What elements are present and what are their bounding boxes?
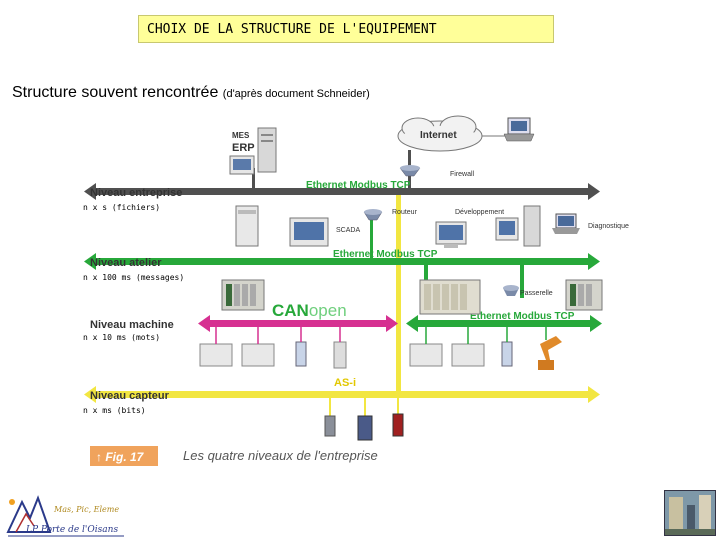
canopen-open: open <box>309 301 347 320</box>
internet-label: Internet <box>420 130 457 141</box>
bus-atelier <box>84 253 600 270</box>
drives-canopen-icons <box>199 327 347 369</box>
logo-mountain-icon <box>6 495 52 533</box>
diagnostic-laptop-icon <box>552 213 580 234</box>
laptop-icon <box>503 117 535 142</box>
network-label-canopen: CANopen <box>272 301 347 320</box>
development-pc-icon <box>435 221 467 248</box>
robot-arm-icon <box>538 327 562 370</box>
school-logo: Mas, Pic, Eleme LP Porte de l'Oisans <box>6 495 124 537</box>
sensor-icons <box>324 398 404 441</box>
bus-machine-canopen <box>198 315 398 332</box>
logo-text-2: LP Porte de l'Oisans <box>25 525 118 535</box>
timing-capteur: n x ms (bits) <box>83 406 146 415</box>
plc-right-icon <box>565 279 603 311</box>
drives-ethernet-icons <box>409 327 513 367</box>
erp-label: ERP <box>232 142 255 154</box>
network-label-asi: AS-i <box>334 377 356 389</box>
level-name-entreprise: Niveau entreprise <box>90 187 182 199</box>
logo-sun-icon <box>9 499 15 505</box>
scada-workstation-icon <box>235 205 329 247</box>
firewall-device <box>399 165 421 177</box>
figure-caption: Les quatre niveaux de l'entreprise <box>183 448 378 463</box>
network-label-atelier: Ethernet Modbus TCP <box>333 249 438 260</box>
subtitle-source: (d'après document Schneider) <box>222 88 370 100</box>
router-icon <box>363 209 383 221</box>
gray-vertical-link-erp <box>252 168 255 190</box>
firewall-label: Firewall <box>450 171 475 178</box>
green-vertical-link-2 <box>520 262 524 298</box>
passerelle-icon <box>503 285 519 296</box>
installation-photo-graphic <box>665 491 715 535</box>
routeur-label: Routeur <box>392 209 418 216</box>
figure-badge: ↑ Fig. 17 <box>90 446 158 466</box>
mes-label: MES <box>232 131 250 140</box>
page-title: CHOIX DE LA STRUCTURE DE L'EQUIPEMENT <box>138 15 554 43</box>
timing-entreprise: n x s (fichiers) <box>83 203 161 212</box>
figure-number-text: Fig. 17 <box>105 450 144 464</box>
diagnostic-pc-icon <box>495 205 541 247</box>
timing-machine: n x 10 ms (mots) <box>83 333 161 342</box>
scada-label: SCADA <box>336 227 360 234</box>
timing-atelier: n x 100 ms (messages) <box>83 273 185 282</box>
bus-capteur <box>84 386 600 403</box>
subtitle: Structure souvent rencontrée (d'après do… <box>12 84 370 102</box>
level-name-machine: Niveau machine <box>90 319 174 331</box>
logo-text-1: Mas, Pic, Eleme <box>53 505 119 514</box>
green-vertical-router <box>370 220 373 260</box>
plc-left-icon <box>221 279 265 311</box>
network-label-entreprise: Ethernet Modbus TCP <box>306 180 411 191</box>
diagnostique-label: Diagnostique <box>588 223 629 230</box>
network-label-machine-ethernet: Ethernet Modbus TCP <box>470 311 575 322</box>
yellow-vertical-link <box>396 190 401 395</box>
developpement-label: Développement <box>455 209 504 216</box>
bus-machine-ethernet <box>406 315 602 332</box>
bus-entreprise <box>84 183 600 200</box>
plc-center-icon <box>419 279 481 315</box>
internet-cloud: Internet <box>397 115 483 152</box>
figure-number: ↑ Fig. 17 <box>96 450 145 464</box>
passerelle-label: Passerelle <box>520 290 553 297</box>
installation-photo <box>664 490 716 536</box>
server-tower-icon <box>229 127 277 175</box>
canopen-can: CAN <box>272 301 309 320</box>
level-name-capteur: Niveau capteur <box>90 390 170 402</box>
subtitle-main: Structure souvent rencontrée <box>12 84 219 101</box>
level-name-atelier: Niveau atelier <box>90 257 162 269</box>
